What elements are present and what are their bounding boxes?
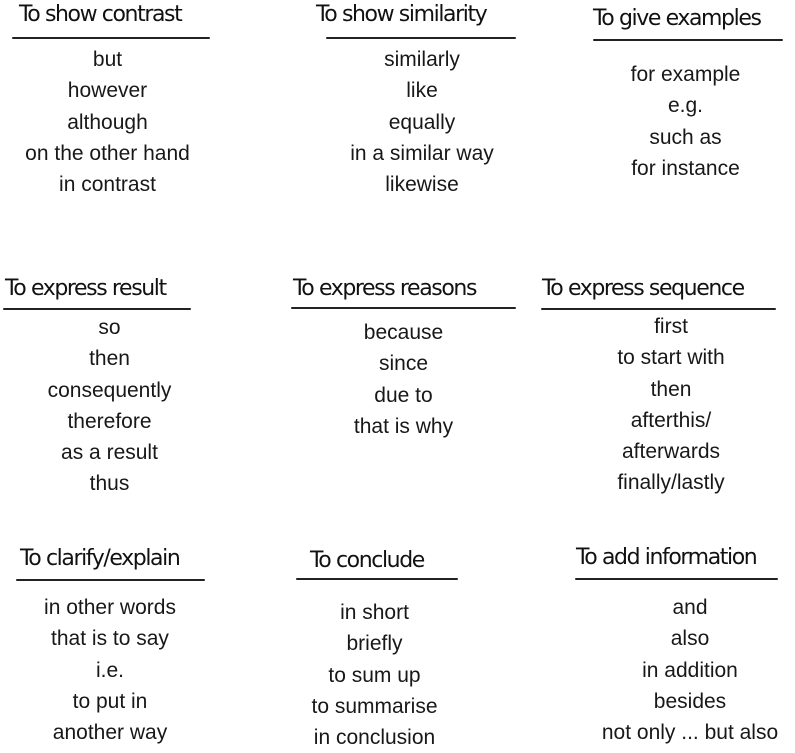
phrase: similarly: [384, 48, 460, 71]
phrase: due to: [374, 383, 433, 407]
phrase: then: [650, 377, 692, 401]
category-heading: To show similarity: [316, 2, 488, 27]
phrase: like: [406, 79, 438, 103]
phrase: e.g.: [667, 94, 704, 118]
category-heading: To conclude: [310, 548, 425, 573]
phrase-list: for example e.g. such as for instance: [588, 59, 783, 184]
phrase-list: first to start with then afterthis/ afte…: [566, 311, 776, 499]
phrase: in contrast: [59, 173, 156, 197]
phrase: to put in: [72, 689, 148, 713]
phrase: to sum up: [328, 663, 421, 687]
category-heading: To express sequence: [542, 276, 745, 301]
phrase: that is to say: [51, 627, 169, 651]
heading-underline: [291, 307, 516, 309]
category-heading: To give examples: [593, 6, 762, 31]
phrase-list: in short briefly to sum up to summarise …: [287, 597, 462, 753]
phrase: first: [654, 315, 688, 338]
phrase: for instance: [631, 156, 740, 180]
phrase-list: similarly like equally in a similar way …: [317, 44, 527, 200]
category-heading: To clarify/explain: [20, 546, 181, 571]
phrase: then: [89, 347, 130, 371]
phrase: that is why: [353, 414, 454, 438]
phrase: i.e.: [95, 658, 124, 682]
phrase: to start with: [617, 346, 725, 370]
category-heading: To add information: [576, 545, 758, 570]
phrase: such as: [649, 125, 722, 149]
phrase: finally/lastly: [617, 471, 725, 495]
heading-underline: [296, 578, 458, 580]
phrase-list: because since due to that is why: [291, 317, 516, 442]
phrase: in short: [340, 601, 409, 624]
phrase: for example: [630, 63, 741, 86]
heading-underline: [541, 308, 776, 310]
heading-underline: [16, 579, 205, 581]
phrase: so: [98, 316, 121, 339]
phrase: however: [67, 79, 148, 103]
phrase: therefore: [67, 409, 152, 433]
phrase: another way: [52, 721, 168, 745]
phrase: briefly: [346, 632, 403, 656]
heading-underline: [12, 37, 210, 39]
phrase: consequently: [47, 378, 172, 402]
phrase: besides: [653, 689, 727, 713]
phrase: as a result: [61, 441, 158, 465]
heading-underline: [575, 578, 778, 580]
phrase: not only ... but also: [601, 721, 779, 745]
phrase-list: but however although on the other hand i…: [0, 44, 215, 200]
heading-underline: [326, 37, 516, 39]
heading-underline: [593, 39, 783, 41]
phrase: in a similar way: [350, 141, 494, 165]
phrase: likewise: [385, 173, 459, 197]
phrase: since: [378, 352, 429, 376]
phrase: afterthis/: [630, 408, 712, 432]
phrase: in other words: [44, 596, 176, 619]
category-heading: To express reasons: [293, 276, 477, 301]
phrase-list: so then consequently therefore as a resu…: [12, 312, 207, 500]
phrase: in conclusion: [313, 726, 436, 750]
phrase: because: [363, 321, 444, 344]
category-heading: To show contrast: [19, 2, 183, 27]
phrase-list: in other words that is to say i.e. to pu…: [5, 592, 215, 748]
phrase: in addition: [642, 658, 738, 682]
phrase: and: [672, 596, 708, 619]
phrase: to summarise: [311, 694, 438, 718]
phrase-list: and also in addition besides not only ..…: [585, 592, 795, 748]
phrase: equally: [388, 110, 456, 134]
phrase: but: [92, 48, 123, 71]
heading-underline: [3, 308, 191, 310]
phrase: also: [670, 627, 710, 651]
phrase: thus: [89, 472, 130, 496]
phrase: on the other hand: [25, 141, 190, 165]
category-heading: To express result: [5, 276, 167, 301]
phrase: although: [67, 110, 148, 134]
phrase: afterwards: [621, 440, 721, 464]
